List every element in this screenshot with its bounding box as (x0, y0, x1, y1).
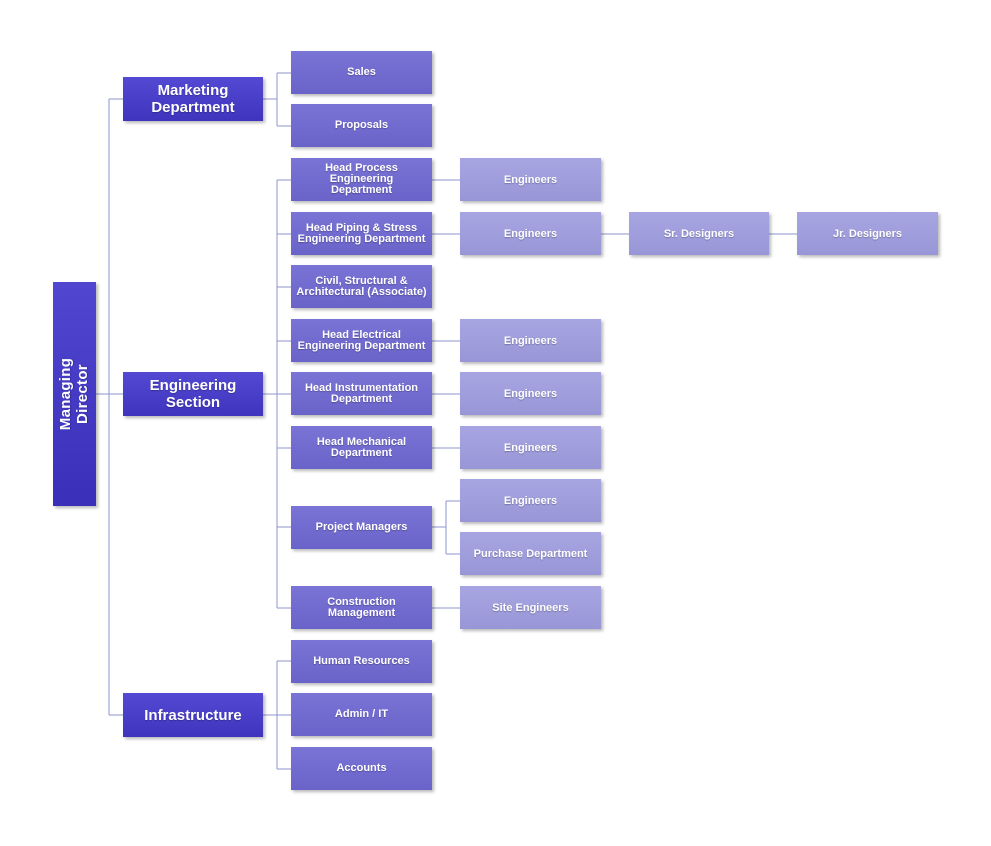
node-sales: Sales (291, 51, 432, 94)
node-instrumentation-engineers: Engineers (460, 372, 601, 415)
node-pm-engineers: Engineers (460, 479, 601, 522)
node-site-engineers: Site Engineers (460, 586, 601, 629)
node-project-managers: Project Managers (291, 506, 432, 549)
node-label: Project Managers (315, 521, 408, 533)
node-civil-structural: Civil, Structural & Architectural (Assoc… (291, 265, 432, 308)
node-label: Engineers (503, 334, 558, 347)
node-head-mechanical: Head Mechanical Department (291, 426, 432, 469)
node-label: Purchase Department (473, 547, 588, 560)
node-label: Head Process Engineering Department (325, 162, 398, 196)
node-proposals: Proposals (291, 104, 432, 147)
node-label: Engineers (503, 441, 558, 454)
node-label: Engineers (503, 173, 558, 186)
node-mechanical-engineers: Engineers (460, 426, 601, 469)
node-human-resources: Human Resources (291, 640, 432, 683)
node-admin-it: Admin / IT (291, 693, 432, 736)
node-label: Engineers (503, 227, 558, 240)
node-label: Marketing Department (151, 82, 235, 116)
node-process-engineers: Engineers (460, 158, 601, 201)
node-label: Sales (347, 66, 376, 78)
node-head-process-engineering: Head Process Engineering Department (291, 158, 432, 201)
node-construction-management: Construction Management (291, 586, 432, 629)
node-label: Head Instrumentation Department (304, 381, 419, 405)
node-label: Site Engineers (492, 601, 569, 614)
node-accounts: Accounts (291, 747, 432, 790)
node-head-electrical: Head Electrical Engineering Department (291, 319, 432, 362)
node-infrastructure: Infrastructure (123, 693, 263, 737)
node-label: Engineers (503, 494, 558, 507)
node-label: Managing Director (57, 357, 92, 431)
node-label: Proposals (334, 119, 389, 131)
node-label: Construction Management (327, 595, 396, 619)
node-label: Admin / IT (334, 708, 389, 720)
node-label: Engineering Section (149, 377, 237, 411)
node-label: Human Resources (313, 655, 410, 667)
node-managing-director: Managing Director (53, 282, 96, 506)
node-label: Jr. Designers (832, 227, 903, 240)
node-jr-designers: Jr. Designers (797, 212, 938, 255)
node-label: Head Piping & Stress Engineering Departm… (297, 221, 426, 245)
node-engineering-section: Engineering Section (123, 372, 263, 416)
node-purchase-department: Purchase Department (460, 532, 601, 575)
node-sr-designers: Sr. Designers (629, 212, 769, 255)
node-electrical-engineers: Engineers (460, 319, 601, 362)
node-label: Infrastructure (144, 706, 242, 724)
node-head-instrumentation: Head Instrumentation Department (291, 372, 432, 415)
node-label: Civil, Structural & Architectural (Assoc… (296, 274, 427, 298)
node-label: Head Mechanical Department (316, 435, 407, 459)
node-label: Engineers (503, 387, 558, 400)
node-head-piping-stress: Head Piping & Stress Engineering Departm… (291, 212, 432, 255)
node-label: Accounts (336, 762, 387, 774)
node-marketing-department: Marketing Department (123, 77, 263, 121)
node-label: Head Electrical Engineering Department (297, 328, 426, 352)
node-piping-engineers: Engineers (460, 212, 601, 255)
node-label: Sr. Designers (663, 227, 735, 240)
